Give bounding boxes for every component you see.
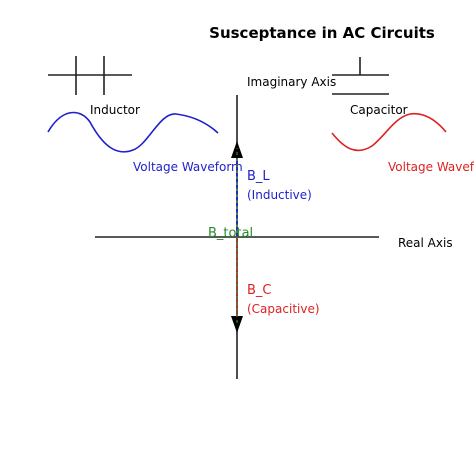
capacitor-waveform-label: Voltage Waveform <box>388 160 474 174</box>
inductor-waveform <box>47 111 219 153</box>
inductive-arrowhead-icon <box>231 141 243 158</box>
capacitor-symbol <box>332 57 389 95</box>
capacitive-vector-sublabel: (Capacitive) <box>247 302 320 316</box>
capacitive-arrowhead-icon <box>231 316 243 333</box>
inductive-vector-label: B_L <box>247 169 270 184</box>
capacitor-label: Capacitor <box>350 103 408 117</box>
total-vector-label: B_total <box>208 226 253 241</box>
diagram-title: Susceptance in AC Circuits <box>209 24 435 42</box>
inductor-waveform-label: Voltage Waveform <box>133 160 243 174</box>
inductor-symbol <box>48 56 132 95</box>
capacitor-waveform <box>331 112 447 152</box>
capacitive-vector-label: B_C <box>247 283 272 298</box>
real-axis-label: Real Axis <box>398 236 453 250</box>
imaginary-axis-label: Imaginary Axis <box>247 75 336 89</box>
inductor-label: Inductor <box>90 103 140 117</box>
inductive-vector-sublabel: (Inductive) <box>247 188 312 202</box>
